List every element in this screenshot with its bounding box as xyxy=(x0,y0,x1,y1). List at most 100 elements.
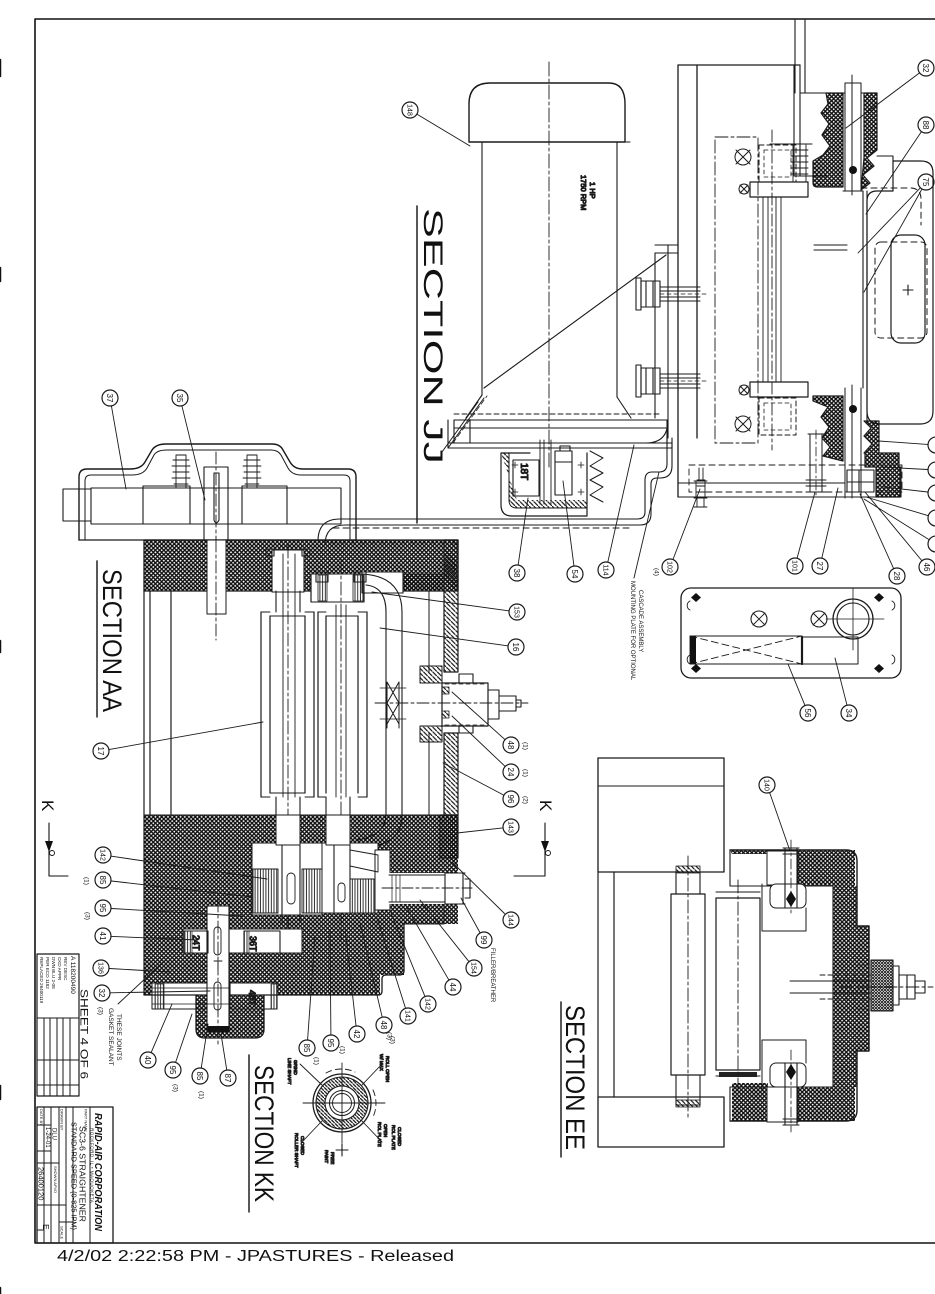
svg-text:(3): (3) xyxy=(172,1084,179,1092)
svg-text:OPEN: OPEN xyxy=(383,1124,388,1137)
svg-text:142: 142 xyxy=(99,849,106,861)
svg-text:A 118200490: A 118200490 xyxy=(69,956,76,994)
svg-text:37: 37 xyxy=(105,394,114,403)
svg-text:(1): (1) xyxy=(522,769,529,777)
svg-text:46: 46 xyxy=(922,563,931,572)
svg-text:(3): (3) xyxy=(97,1007,104,1015)
svg-text:THESE JOINTS: THESE JOINTS xyxy=(115,1014,122,1061)
svg-text:56: 56 xyxy=(803,709,812,718)
svg-text:75: 75 xyxy=(921,178,930,187)
svg-text:24T: 24T xyxy=(191,935,201,951)
svg-text:44: 44 xyxy=(448,983,457,992)
svg-text:SECTION JJ: SECTION JJ xyxy=(418,208,448,464)
svg-text:140: 140 xyxy=(763,779,770,791)
svg-text:42: 42 xyxy=(352,1030,361,1039)
svg-text:48: 48 xyxy=(506,741,515,750)
svg-text:87: 87 xyxy=(223,1074,232,1083)
svg-text:CLOSED: CLOSED xyxy=(397,1127,402,1147)
svg-text:142: 142 xyxy=(424,998,431,1010)
svg-text:(3): (3) xyxy=(386,1032,393,1040)
svg-text:SC3-6 STRAIGHTENER: SC3-6 STRAIGHTENER xyxy=(78,1126,87,1222)
svg-text:85: 85 xyxy=(98,876,107,885)
svg-text:48T: 48T xyxy=(247,990,257,1006)
svg-text:36T: 36T xyxy=(248,936,258,952)
svg-text:(1): (1) xyxy=(198,1091,205,1099)
svg-text:CASCADE ASSEMBLY: CASCADE ASSEMBLY xyxy=(637,590,643,652)
svg-text:95: 95 xyxy=(168,1066,177,1075)
svg-text:ROLL OPEN: ROLL OPEN xyxy=(385,1056,390,1082)
svg-text:17: 17 xyxy=(96,747,105,756)
svg-text:GRIND: GRIND xyxy=(293,1060,298,1075)
svg-text:ROL PLATE: ROL PLATE xyxy=(377,1122,382,1147)
svg-text:DATE BY: DATE BY xyxy=(39,1109,44,1126)
svg-text:95: 95 xyxy=(326,1039,335,1048)
svg-text:88: 88 xyxy=(921,121,930,130)
svg-text:(4): (4) xyxy=(653,568,660,576)
svg-text:85: 85 xyxy=(302,1044,311,1053)
svg-text:LINE SHAFT: LINE SHAFT xyxy=(287,1058,292,1085)
svg-text:4/2/02 2:22:58 PM - JPASTURES: 4/2/02 2:22:58 PM - JPASTURES - Released xyxy=(57,1248,454,1265)
svg-text:DWN BLU 2-08: DWN BLU 2-08 xyxy=(51,957,56,989)
svg-text:41: 41 xyxy=(98,932,107,941)
svg-text:SHOWN APVD: SHOWN APVD xyxy=(53,1166,58,1193)
svg-text:RAPID-AIR CORPORATION: RAPID-AIR CORPORATION xyxy=(92,1113,104,1231)
svg-text:101: 101 xyxy=(791,560,798,572)
svg-text:REV DESC: REV DESC xyxy=(63,957,68,981)
svg-text:CKD APPR: CKD APPR xyxy=(57,957,62,981)
svg-text:STANDARD SPEED (0-825 IPM): STANDARD SPEED (0-825 IPM) xyxy=(70,1122,77,1230)
svg-text:114: 114 xyxy=(602,564,609,575)
svg-text:FREE: FREE xyxy=(330,1152,335,1164)
svg-text:144: 144 xyxy=(507,914,514,926)
svg-text:DRAWN BY: DRAWN BY xyxy=(60,1109,65,1131)
svg-text:(3): (3) xyxy=(389,1036,396,1044)
svg-text:(1): (1) xyxy=(313,1057,320,1065)
svg-text:95: 95 xyxy=(98,904,107,913)
svg-text:DLU: DLU xyxy=(51,1128,57,1140)
svg-text:K: K xyxy=(38,800,57,812)
svg-text:35: 35 xyxy=(175,394,184,403)
svg-text:40: 40 xyxy=(143,1056,152,1065)
svg-text:(2): (2) xyxy=(522,796,529,804)
svg-text:PAINT: PAINT xyxy=(324,1150,329,1163)
svg-text:SHEET 4 OF 6: SHEET 4 OF 6 xyxy=(78,989,90,1079)
svg-text:(1): (1) xyxy=(83,877,90,885)
svg-text:28: 28 xyxy=(892,572,901,581)
svg-text:PART NAME: PART NAME xyxy=(84,1109,89,1132)
svg-text:48: 48 xyxy=(379,1021,388,1030)
svg-text:34: 34 xyxy=(844,709,853,718)
svg-text:FILLER/BREATHER: FILLER/BREATHER xyxy=(489,948,495,1003)
svg-text:148: 148 xyxy=(406,104,413,116)
svg-text:GASKET SEALANT: GASKET SEALANT xyxy=(107,1008,114,1066)
svg-text:27: 27 xyxy=(815,562,824,571)
svg-text:SECTION AA: SECTION AA xyxy=(97,569,127,712)
svg-text:1 HP: 1 HP xyxy=(588,182,597,199)
svg-text:(3): (3) xyxy=(84,912,91,920)
svg-text:154: 154 xyxy=(470,962,477,974)
svg-text:32: 32 xyxy=(921,64,930,73)
svg-text:(1): (1) xyxy=(522,742,529,750)
svg-text:141: 141 xyxy=(404,1010,411,1022)
svg-text:1750 RPM: 1750 RPM xyxy=(579,175,588,210)
svg-text:ROLLER SHAFT: ROLLER SHAFT xyxy=(294,1133,299,1168)
svg-text:18T: 18T xyxy=(518,463,529,480)
svg-text:32: 32 xyxy=(97,989,106,998)
svg-text:136: 136 xyxy=(97,962,104,974)
svg-text:W/ MAX: W/ MAX xyxy=(379,1054,384,1071)
svg-text:85: 85 xyxy=(195,1072,204,1081)
svg-text:REPLACED 26400119: REPLACED 26400119 xyxy=(39,957,44,1004)
svg-text:102: 102 xyxy=(666,561,673,573)
svg-text:SECTION KK: SECTION KK xyxy=(249,1065,279,1202)
svg-text:99: 99 xyxy=(479,936,488,945)
svg-text:96: 96 xyxy=(506,795,515,804)
svg-text:K: K xyxy=(536,800,555,812)
svg-text:PER ECO 1182: PER ECO 1182 xyxy=(45,957,50,989)
svg-text:24: 24 xyxy=(506,768,515,777)
svg-text:16: 16 xyxy=(511,643,520,652)
svg-text:(1): (1) xyxy=(339,1046,346,1054)
svg-text:143: 143 xyxy=(507,821,514,833)
svg-text:SCALE: SCALE xyxy=(60,1226,65,1239)
svg-text:ROL PLATE: ROL PLATE xyxy=(391,1125,396,1150)
svg-text:1-24-01: 1-24-01 xyxy=(44,1127,50,1148)
svg-text:26400120: 26400120 xyxy=(37,1167,46,1200)
svg-text:SECTION EE: SECTION EE xyxy=(560,1005,590,1150)
